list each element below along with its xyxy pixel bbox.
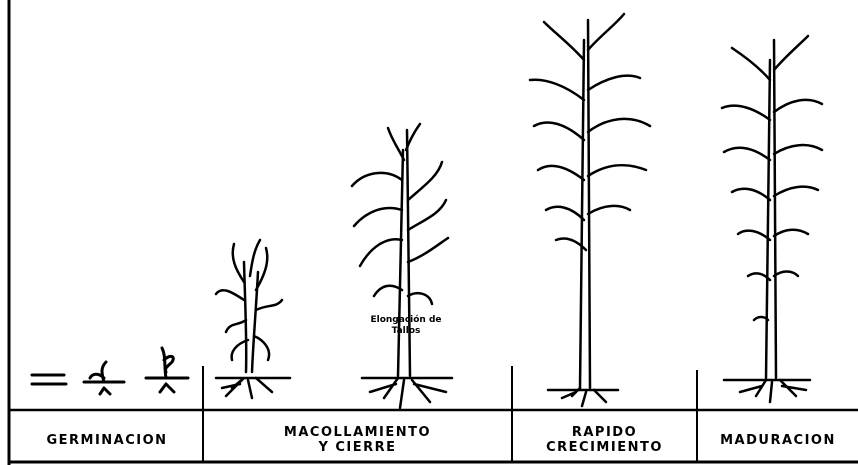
stage-label-germination: GERMINACION [14,418,200,462]
frame [9,0,858,465]
stem-elongation-annotation: Elongación de Tallos [342,315,470,337]
tillering-plant [216,240,290,398]
elongation-plant [352,124,452,408]
stage-label-tillering: MACOLLAMIENTO Y CIERRE [206,418,509,462]
maturation-plant [722,36,822,402]
germination-seedlings [32,348,188,394]
rapid-growth-plant [530,14,650,406]
stage-label-maturation: MADURACION [700,418,856,462]
stage-label-rapid-growth: RAPIDO CRECIMIENTO [515,418,694,462]
